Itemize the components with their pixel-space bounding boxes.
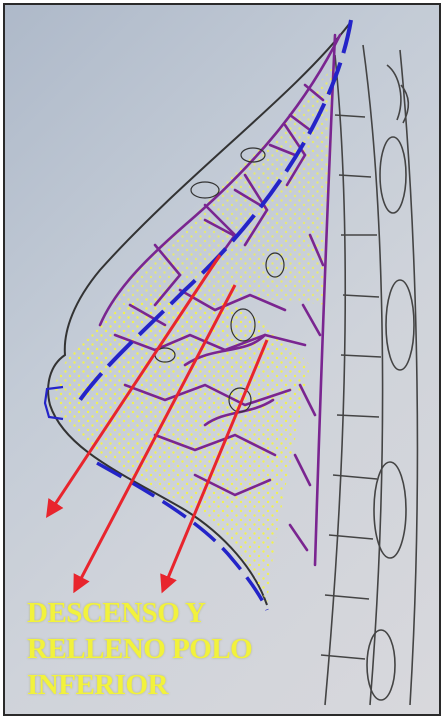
upper-gland-dots (115, 65, 335, 325)
caption-line-1: DESCENSO Y (27, 595, 252, 631)
illustration-frame: DESCENSO Y RELLENO POLO INFERIOR (3, 3, 441, 716)
caption-line-3: INFERIOR (27, 667, 252, 703)
caption: DESCENSO Y RELLENO POLO INFERIOR (27, 595, 252, 703)
chest-wall (321, 45, 417, 705)
caption-line-2: RELLENO POLO (27, 631, 252, 667)
